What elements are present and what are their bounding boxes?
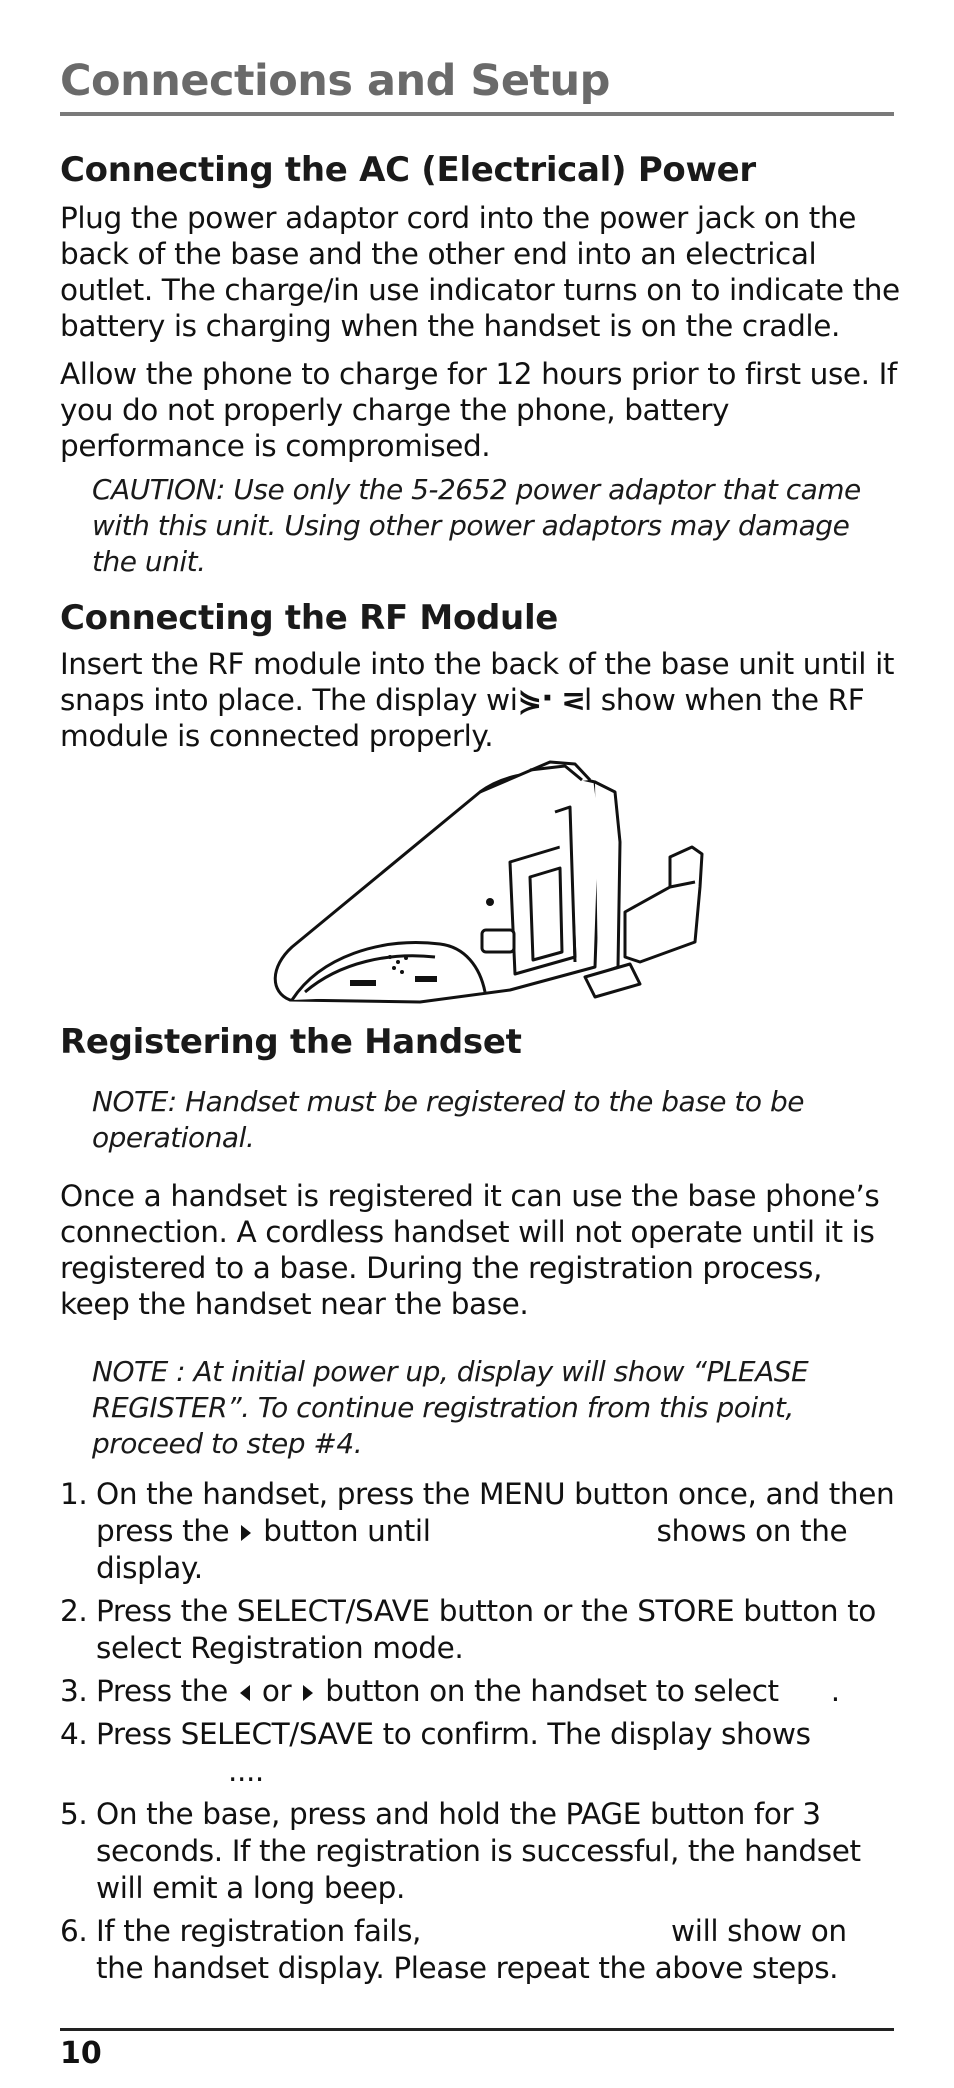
step-text: Press the bbox=[96, 1674, 228, 1708]
register-note-1: NOTE: Handset must be registered to the … bbox=[92, 1085, 804, 1154]
rf-module-heading: Connecting the RF Module bbox=[60, 598, 559, 638]
step-5: 5. On the base, press and hold the PAGE … bbox=[60, 1796, 900, 1907]
step-text: On the handset, press the MENU button on… bbox=[96, 1477, 895, 1548]
ac-power-caution: CAUTION: Use only the 5-2652 power adapt… bbox=[92, 473, 861, 578]
rf-module-para: Insert the RF module into the back of th… bbox=[60, 646, 900, 754]
phone-base-rf-module-icon bbox=[273, 760, 704, 1004]
ac-power-heading: Connecting the AC (Electrical) Power bbox=[60, 150, 756, 190]
step-text: or bbox=[261, 1674, 292, 1708]
step-number: 1. bbox=[60, 1477, 88, 1511]
rf-signal-icon: ⋟⠂⋜ bbox=[517, 683, 586, 717]
page-title: Connections and Setup bbox=[60, 56, 894, 116]
step-number: 4. bbox=[60, 1717, 88, 1751]
base-unit-illustration bbox=[230, 752, 730, 1026]
step-number: 5. bbox=[60, 1797, 88, 1831]
step-text: .... bbox=[228, 1754, 264, 1788]
step-text: . bbox=[830, 1674, 840, 1708]
rf-module-para-text-a: Insert the RF module into the back of th… bbox=[60, 647, 895, 717]
register-note-2: NOTE : At initial power up, display will… bbox=[92, 1355, 809, 1460]
step-text: On the base, press and hold the PAGE but… bbox=[96, 1797, 861, 1905]
step-text: button on the handset to select bbox=[325, 1674, 779, 1708]
registration-steps: 1. On the handset, press the MENU button… bbox=[60, 1476, 900, 1993]
step-number: 6. bbox=[60, 1914, 88, 1948]
step-2: 2. Press the SELECT/SAVE button or the S… bbox=[60, 1593, 900, 1667]
step-text: button until bbox=[263, 1514, 431, 1548]
step-number: 3. bbox=[60, 1674, 88, 1708]
step-4: 4. Press SELECT/SAVE to confirm. The dis… bbox=[60, 1716, 900, 1790]
ac-power-para-2: Allow the phone to charge for 12 hours p… bbox=[60, 357, 897, 463]
step-text: will show on the handset display. Please… bbox=[96, 1914, 847, 1985]
step-1: 1. On the handset, press the MENU button… bbox=[60, 1476, 900, 1587]
step-text: If the registration fails, bbox=[96, 1914, 422, 1948]
ac-power-para-1: Plug the power adaptor cord into the pow… bbox=[60, 201, 900, 343]
left-arrow-icon bbox=[239, 1684, 250, 1701]
step-text: shows on the display. bbox=[96, 1514, 848, 1585]
page-number: 10 bbox=[60, 2036, 102, 2071]
step-text: Press SELECT/SAVE to confirm. The displa… bbox=[96, 1717, 811, 1751]
step-3: 3. Press the or button on the handset to s… bbox=[60, 1673, 900, 1710]
register-heading: Registering the Handset bbox=[60, 1022, 522, 1062]
register-para: Once a handset is registered it can use … bbox=[60, 1179, 880, 1321]
right-arrow-icon bbox=[303, 1684, 314, 1701]
step-number: 2. bbox=[60, 1594, 88, 1628]
step-6: 6. If the registration fails,will show o… bbox=[60, 1913, 900, 1987]
rf-module-para-text-b: l show when the RF module is connected p… bbox=[60, 683, 865, 753]
right-arrow-icon bbox=[241, 1524, 252, 1541]
step-text: Press the SELECT/SAVE button or the STOR… bbox=[96, 1594, 876, 1665]
footer-divider bbox=[60, 2028, 894, 2031]
